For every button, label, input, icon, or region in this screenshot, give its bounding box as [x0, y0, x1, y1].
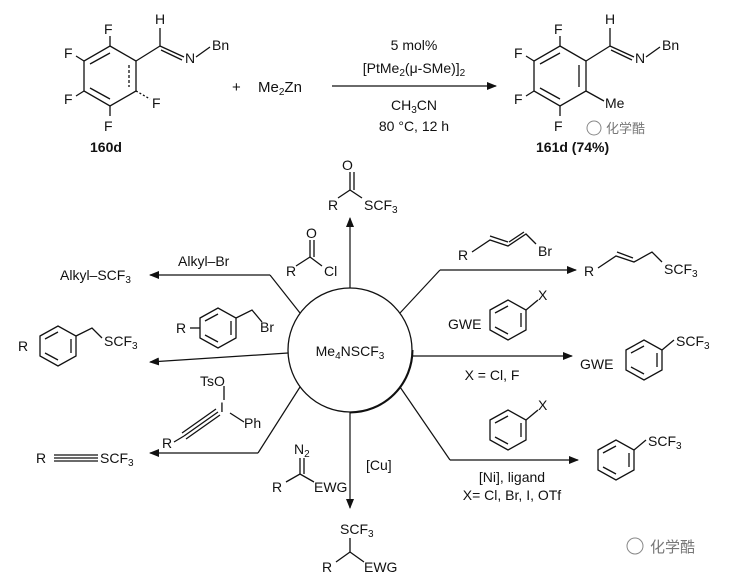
reactant-h: H [155, 11, 165, 27]
ni-condition-catalyst: [Ni], ligand [479, 469, 545, 485]
condition-catalyst: [PtMe2(μ-SMe)]2 [363, 60, 466, 79]
ni-substrate-x: X [538, 397, 548, 413]
reagent-me2zn: Me2Zn [258, 79, 302, 98]
alkyl-substrate: Alkyl–Br [178, 253, 230, 269]
diazo-n2: N2 [294, 441, 310, 460]
product-f-bottom: F [554, 118, 563, 134]
product-h: H [605, 11, 615, 27]
ni-product-scf3: SCF3 [648, 433, 682, 452]
benzyl-substrate-r: R [176, 320, 186, 336]
alkynyl-tso: TsO [200, 373, 225, 389]
alkynyl-scf3-structure [54, 454, 98, 462]
reactant-f-top: F [104, 21, 113, 37]
allyl-substrate-r: R [458, 247, 468, 263]
allyl-product-scf3: SCF3 [664, 261, 698, 280]
alkynyl-i: I [220, 399, 224, 415]
reactant-bn: Bn [212, 37, 229, 53]
watermark-bottom: 化学酷 [650, 539, 695, 556]
benzyl-product-r: R [18, 338, 28, 354]
diazo-product-r: R [322, 559, 332, 575]
diazo-product-scf3: SCF3 [340, 521, 374, 540]
allyl-product-r: R [584, 263, 594, 279]
allyl-scf3-structure [597, 251, 663, 269]
diazo-ewg: EWG [314, 479, 347, 495]
product-bn: Bn [662, 37, 679, 53]
gwe-product-gwe: GWE [580, 356, 613, 372]
reactant-n: N [185, 50, 195, 66]
diazo-catalyst: [Cu] [366, 457, 392, 473]
diazo-scf3-structure [335, 538, 365, 563]
acyl-scf3-structure [337, 172, 363, 199]
gwe-condition: X = Cl, F [465, 367, 520, 383]
benzyl-substrate-br: Br [260, 319, 274, 335]
watermark-top: 化学酷 [606, 121, 645, 136]
condition-temp-time: 80 °C, 12 h [379, 118, 449, 134]
gwe-substrate-x: X [538, 287, 548, 303]
benzyl-bromide-structure [190, 307, 263, 349]
reactant-160d [75, 28, 211, 116]
spoke-lower-right [399, 386, 451, 461]
watermark-logo-icon-bottom [626, 537, 644, 555]
benzyl-product-scf3: SCF3 [104, 333, 138, 352]
acyl-chloride-o: O [306, 225, 317, 241]
alkynyl-r: R [162, 435, 172, 451]
alkynyl-iodonium-structure [173, 386, 245, 443]
gwe-aryl-halide-structure [489, 299, 539, 341]
arrow-benzyl [149, 352, 289, 366]
spoke-upper-right [399, 269, 441, 314]
product-161d [525, 28, 661, 116]
reactant-f-ortho: F [152, 95, 161, 111]
acyl-chloride-cl: Cl [324, 263, 337, 279]
spoke-lower-left [257, 386, 301, 454]
acyl-chloride-structure [295, 240, 323, 267]
top-product-r: R [328, 197, 338, 213]
product-n: N [635, 50, 645, 66]
allyl-substrate-br: Br [538, 243, 552, 259]
ni-condition-halides: X= Cl, Br, I, OTf [463, 487, 562, 503]
diazo-product-ewg: EWG [364, 559, 397, 575]
spoke-upper-left [269, 274, 301, 314]
diazo-structure [285, 458, 315, 483]
alkyl-product: Alkyl–SCF3 [60, 267, 131, 286]
top-product-o: O [342, 157, 353, 173]
condition-solvent: CH3CN [391, 97, 437, 116]
hub-reagent: Me4NSCF3 [316, 343, 385, 362]
watermark-logo-icon [586, 120, 602, 136]
alkynyl-ph: Ph [244, 415, 261, 431]
reactant-f-upper-left: F [64, 45, 73, 61]
product-me: Me [605, 95, 625, 111]
alkynyl-product-r: R [36, 450, 46, 466]
product-f-top: F [554, 21, 563, 37]
diazo-r: R [272, 479, 282, 495]
reactant-f-lower-left: F [64, 91, 73, 107]
allyl-bromide-structure [471, 231, 537, 253]
aryl-scf3-structure [597, 439, 647, 481]
benzyl-scf3-structure [39, 325, 103, 367]
product-f-lower-left: F [514, 91, 523, 107]
gwe-substrate-gwe: GWE [448, 316, 481, 332]
product-f-upper-left: F [514, 45, 523, 61]
top-product-scf3: SCF3 [364, 197, 398, 216]
condition-loading: 5 mol% [391, 37, 438, 53]
aryl-halide-structure [489, 409, 539, 451]
product-label: 161d (74%) [536, 139, 609, 155]
reactant-f-bottom: F [104, 118, 113, 134]
gwe-aryl-scf3-structure [625, 339, 675, 381]
reactant-label: 160d [90, 139, 122, 155]
alkynyl-product-scf3: SCF3 [100, 450, 134, 469]
plus-sign: + [232, 79, 241, 96]
gwe-product-scf3: SCF3 [676, 333, 710, 352]
acyl-chloride-r: R [286, 263, 296, 279]
